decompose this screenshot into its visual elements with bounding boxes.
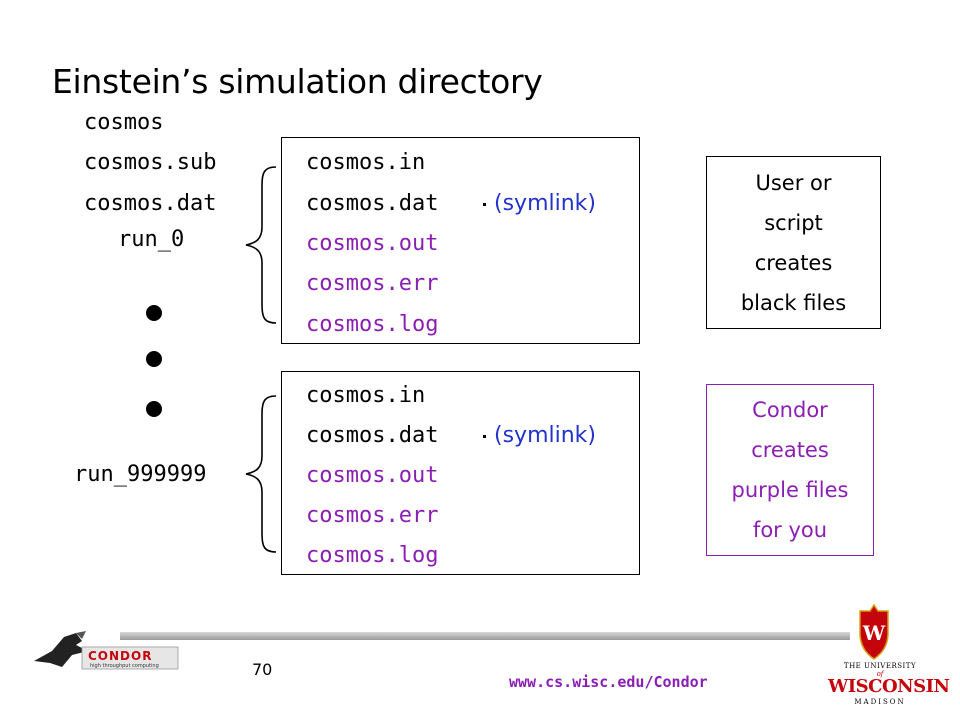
uw-logo-line1: THE UNIVERSITY	[843, 662, 917, 670]
run-first-contents-box	[281, 137, 640, 344]
brace-run-first	[245, 166, 277, 324]
condor-logo-subtext: high throughput computing	[90, 663, 159, 669]
run-first-file-err: cosmos.err	[306, 271, 439, 296]
note-line: creates	[754, 250, 833, 275]
run-last-file-in: cosmos.in	[306, 383, 426, 408]
file-cosmos: cosmos	[84, 110, 164, 135]
file-cosmos-sub: cosmos.sub	[84, 150, 217, 175]
note-line: Condor	[752, 398, 828, 422]
footer-url[interactable]: www.cs.wisc.edu/Condor	[509, 673, 708, 691]
note-line: purple files	[731, 478, 849, 502]
run-first-file-dat: cosmos.dat	[306, 191, 439, 216]
page-number: 70	[252, 660, 273, 679]
condor-logo-text: CONDOR	[88, 649, 152, 663]
condor-logo: CONDOR high throughput computing	[34, 631, 179, 670]
symlink-arrow-dot	[483, 203, 486, 206]
run-last-file-err: cosmos.err	[306, 503, 439, 528]
symlink-label: (symlink)	[494, 423, 596, 448]
note-line: for you	[752, 518, 828, 542]
note-line: User or	[755, 170, 832, 195]
ellipsis-dot	[146, 351, 162, 367]
run-first-file-out: cosmos.out	[306, 231, 439, 256]
ellipsis-dot	[146, 305, 162, 321]
slide-title: Einstein’s simulation directory	[52, 62, 543, 101]
uw-crest-icon: W	[859, 603, 889, 660]
run-last-file-log: cosmos.log	[306, 543, 439, 568]
note-black-files: User or script creates black files	[706, 156, 881, 329]
note-purple-files: Condor creates purple files for you	[706, 384, 874, 556]
run-first-file-in: cosmos.in	[306, 150, 426, 175]
uw-logo-line4: MADISON	[854, 698, 906, 706]
uw-logo-wordmark: WISCONSIN	[828, 676, 950, 697]
file-cosmos-dat: cosmos.dat	[84, 191, 217, 216]
brace-run-last	[245, 395, 277, 553]
note-line: script	[764, 210, 823, 235]
run-last-contents-box	[281, 371, 640, 575]
footer-rule	[120, 632, 850, 640]
uw-logo-line2: of	[876, 670, 884, 678]
note-line: black files	[740, 290, 847, 315]
ellipsis-dot	[146, 401, 162, 417]
dir-run-last: run_999999	[74, 462, 207, 487]
note-line: creates	[751, 438, 829, 462]
run-last-file-dat: cosmos.dat	[306, 423, 439, 448]
symlink-arrow-dot	[483, 435, 486, 438]
svg-text:W: W	[862, 621, 886, 645]
run-first-file-log: cosmos.log	[306, 312, 439, 337]
symlink-label: (symlink)	[494, 191, 596, 216]
run-last-file-out: cosmos.out	[306, 463, 439, 488]
dir-run-first: run_0	[118, 227, 185, 252]
